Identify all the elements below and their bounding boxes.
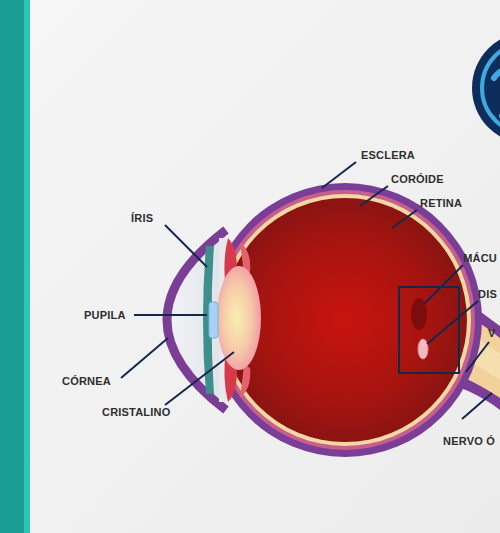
leader-line xyxy=(322,162,356,188)
sclera xyxy=(208,183,482,457)
leader-line xyxy=(424,265,463,304)
leader-line xyxy=(392,210,417,228)
part-label: ÍRIS xyxy=(131,212,153,225)
part-label: NERVO Ó xyxy=(443,435,495,448)
lens xyxy=(217,266,261,370)
side-band xyxy=(0,0,24,533)
leader-line xyxy=(121,338,168,378)
leader-line xyxy=(165,225,207,267)
logo-circle xyxy=(472,32,500,144)
leader-line xyxy=(427,301,478,344)
pupil xyxy=(209,302,218,338)
logo-mark xyxy=(494,70,500,116)
part-label: DIS xyxy=(478,288,497,301)
side-band-edge xyxy=(24,0,30,533)
leader-line xyxy=(134,314,207,316)
part-label: CÓRNEA xyxy=(62,375,111,388)
part-label: CRISTALINO xyxy=(102,406,170,419)
part-label: PUPILA xyxy=(84,309,126,322)
leader-line xyxy=(165,352,234,405)
choroid xyxy=(215,190,475,450)
optic-disc xyxy=(418,339,428,359)
part-label: RETINA xyxy=(420,197,462,210)
logo-ring xyxy=(482,42,500,134)
part-label: V xyxy=(488,327,496,340)
part-label: ESCLERA xyxy=(361,149,415,162)
part-label: CORÓIDE xyxy=(391,173,444,186)
leader-line xyxy=(466,342,489,372)
part-label: MÁCU xyxy=(463,252,497,265)
leader-line xyxy=(462,393,492,419)
leader-line xyxy=(360,186,388,206)
